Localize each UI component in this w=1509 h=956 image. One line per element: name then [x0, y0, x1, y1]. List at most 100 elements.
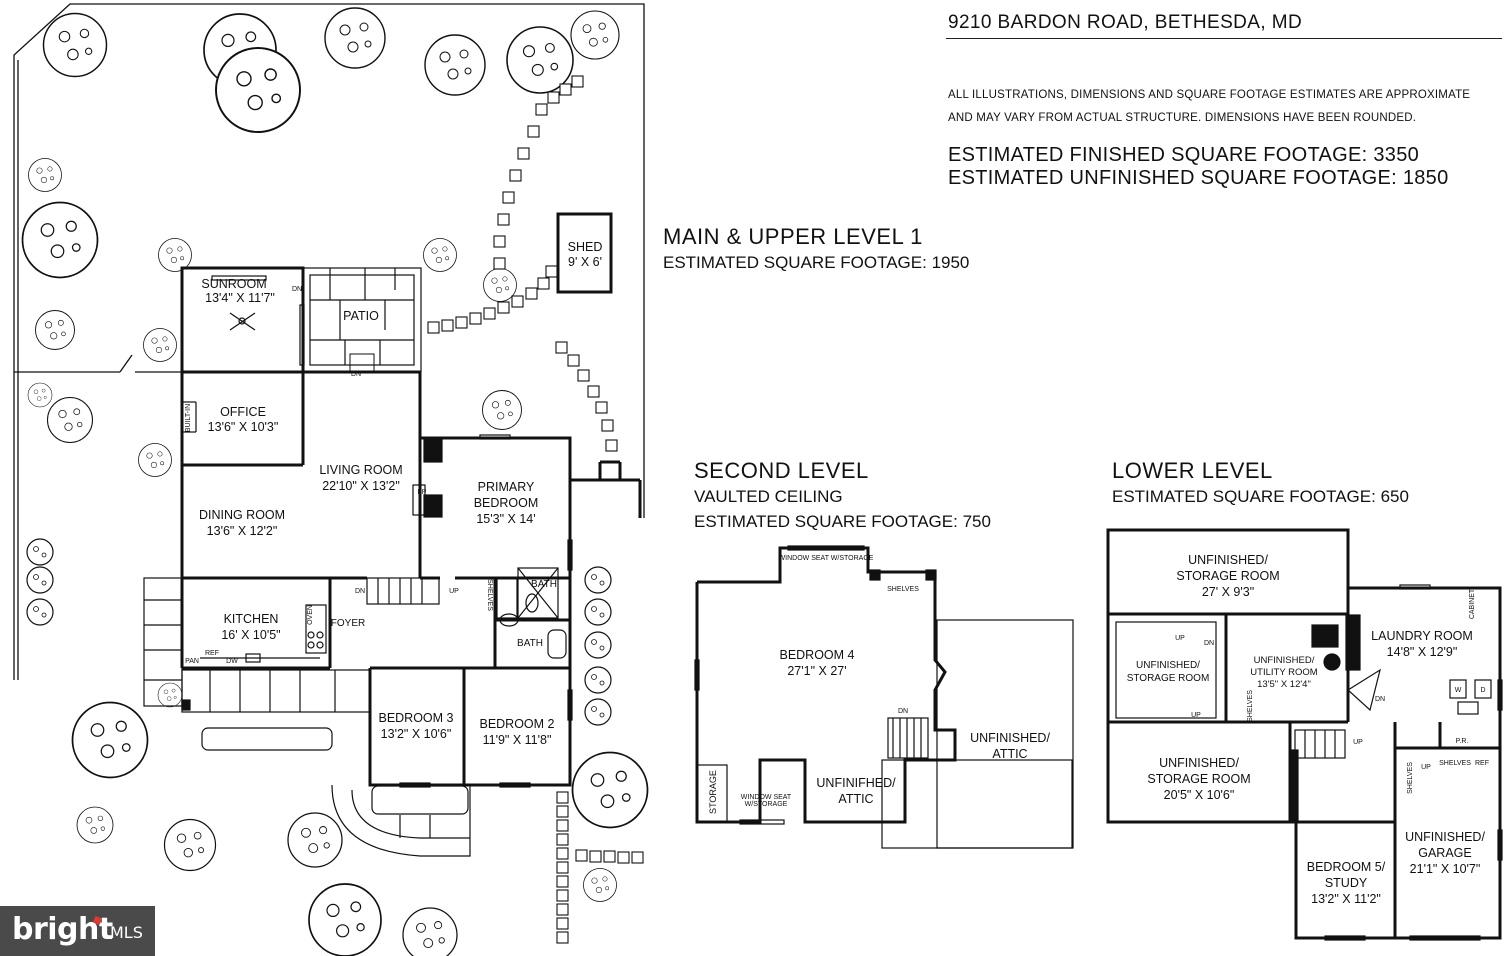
window-seat-top-label: WINDOW SEAT W/STORAGE [779, 555, 874, 562]
utility-room-label-2: UTILITY ROOM [1250, 667, 1317, 678]
second-level-title: SECOND LEVEL [694, 458, 869, 483]
disclaimer-line-1: ALL ILLUSTRATIONS, DIMENSIONS AND SQUARE… [948, 89, 1471, 101]
front-walk [143, 577, 471, 857]
bedroom-4-dims: 27'1" X 27' [787, 664, 846, 678]
stepping-stones [427, 75, 644, 944]
logo-mls: MLS [110, 923, 143, 942]
garage-label-2: GARAGE [1418, 846, 1472, 860]
up-label-3: UP [1191, 712, 1201, 719]
bedroom-5-label-1: BEDROOM 5/ [1307, 860, 1386, 874]
shelves-label-5: SHELVES [1439, 760, 1471, 767]
disclaimer: ALL ILLUSTRATIONS, DIMENSIONS AND SQUARE… [948, 84, 1470, 130]
address-underline [946, 38, 1502, 39]
ref-label-2: REF [1475, 760, 1489, 767]
primary-bedroom-label-2: BEDROOM [474, 496, 539, 510]
shelves-label: SHELVES [486, 579, 493, 611]
utility-room-dims: 13'5" X 12'4" [1257, 679, 1311, 690]
garage-dims: 21'1" X 10'7" [1410, 862, 1481, 876]
dn-label-2: DN [351, 371, 361, 378]
shelves-label-4: SHELVES [1407, 762, 1414, 794]
storage-top-label-2: STORAGE ROOM [1176, 569, 1279, 583]
bedroom-3-label: BEDROOM 3 [378, 711, 453, 725]
living-room-dims: 22'10" X 13'2" [322, 479, 400, 493]
kitchen-dims: 16' X 10'5" [221, 628, 280, 642]
finished-sqft: ESTIMATED FINISHED SQUARE FOOTAGE: 3350 [948, 144, 1420, 166]
office-label: OFFICE [220, 405, 266, 419]
bedroom-4-label: BEDROOM 4 [779, 648, 854, 662]
garage-label-1: UNFINISHED/ [1405, 830, 1485, 844]
built-in-label: BUILT-IN [185, 404, 192, 432]
living-room-label: LIVING ROOM [319, 463, 402, 477]
powder-room-label: P.R. [1456, 738, 1469, 745]
washer-label: W [1455, 687, 1462, 694]
storage-bottom-label-2: STORAGE ROOM [1147, 772, 1250, 786]
main-level-title: MAIN & UPPER LEVEL 1 [663, 224, 923, 249]
office-dims: 13'6" X 10'3" [208, 420, 279, 434]
lower-level-title: LOWER LEVEL [1112, 458, 1273, 483]
bright-mls-logo: bright MLS [0, 906, 155, 956]
window-seat-bottom-label-1: WINDOW SEAT [741, 794, 792, 801]
up-label-1: UP [449, 588, 459, 595]
bath-label-1: BATH [531, 579, 557, 590]
storage-bottom-label-1: UNFINISHED/ [1159, 756, 1239, 770]
up-label-5: UP [1421, 764, 1431, 771]
lower-level-sqft: ESTIMATED SQUARE FOOTAGE: 650 [1112, 487, 1409, 506]
storage-top-label-1: UNFINISHED/ [1188, 553, 1268, 567]
shed-label: SHED [568, 240, 603, 254]
disclaimer-line-2: AND MAY VARY FROM ACTUAL STRUCTURE. DIME… [948, 112, 1417, 124]
pantry-label: PAN [185, 658, 199, 665]
lower-level-details [1115, 584, 1503, 941]
cabinet-label: CABINET [1469, 588, 1476, 619]
dn-label-5: DN [1204, 640, 1214, 647]
dn-label-3: DN [355, 588, 365, 595]
kitchen-label: KITCHEN [224, 612, 279, 626]
ref-label: REF [205, 650, 219, 657]
window-seat-bottom-label-2: W/STORAGE [745, 801, 788, 808]
storage-label: STORAGE [708, 770, 718, 814]
second-level-details [694, 545, 1074, 849]
sunroom-dims: 13'4" X 11'7" [205, 291, 275, 305]
bedroom-5-label-2: STUDY [1325, 876, 1368, 890]
patio-label: PATIO [343, 309, 379, 323]
lower-level-heading: LOWER LEVEL ESTIMATED SQUARE FOOTAGE: 65… [1112, 458, 1409, 509]
laundry-room-label: LAUNDRY ROOM [1371, 629, 1473, 643]
bedroom-3-dims: 13'2" X 10'6" [381, 727, 452, 741]
oven-label: OVEN [307, 605, 314, 625]
shelves-label-2: SHELVES [887, 586, 919, 593]
attic-label-4: ATTIC [992, 747, 1027, 761]
dn-label-6: DN [1375, 696, 1385, 703]
attic-label-3: UNFINISHED/ [970, 731, 1050, 745]
bath-label-2: BATH [517, 638, 543, 649]
storage-left-label-1: UNFINISHED/ [1136, 660, 1200, 671]
shelves-label-3: SHELVES [1247, 690, 1254, 722]
bedroom-5-dims: 13'2" X 11'2" [1311, 892, 1381, 906]
square-footage-totals: ESTIMATED FINISHED SQUARE FOOTAGE: 3350 … [948, 144, 1449, 190]
second-level-line-2: VAULTED CEILING [694, 487, 843, 506]
bedroom-2-label: BEDROOM 2 [479, 717, 554, 731]
second-level-walls [695, 546, 957, 824]
attic-label-2: ATTIC [838, 792, 873, 806]
dn-label-4: DN [898, 708, 908, 715]
primary-bedroom-dims: 15'3" X 14' [476, 512, 535, 526]
dryer-label: D [1480, 687, 1485, 694]
dining-room-label: DINING ROOM [199, 508, 285, 522]
fireplace-label: FP [418, 489, 427, 496]
dining-room-dims: 13'6" X 12'2" [207, 524, 278, 538]
second-level-heading: SECOND LEVEL VAULTED CEILING ESTIMATED S… [694, 458, 991, 534]
laundry-room-dims: 14'8" X 12'9" [1387, 645, 1458, 659]
second-level-sqft: ESTIMATED SQUARE FOOTAGE: 750 [694, 512, 991, 531]
main-level-heading: MAIN & UPPER LEVEL 1 ESTIMATED SQUARE FO… [663, 224, 969, 275]
storage-top-dims: 27' X 9'3" [1202, 585, 1254, 599]
main-level-walls [180, 266, 642, 787]
foyer-label: FOYER [331, 618, 365, 629]
shed-dims: 9' X 6' [568, 255, 602, 269]
lower-level-walls [1106, 528, 1502, 940]
up-label-4: UP [1353, 739, 1363, 746]
main-level-details [181, 275, 573, 788]
unfinished-sqft: ESTIMATED UNFINISHED SQUARE FOOTAGE: 185… [948, 167, 1449, 189]
primary-bedroom-label-1: PRIMARY [478, 480, 535, 494]
dishwasher-label: DW [226, 658, 238, 665]
bedroom-2-dims: 11'9" X 11'8" [483, 733, 552, 747]
utility-room-label-1: UNFINISHED/ [1254, 655, 1315, 666]
